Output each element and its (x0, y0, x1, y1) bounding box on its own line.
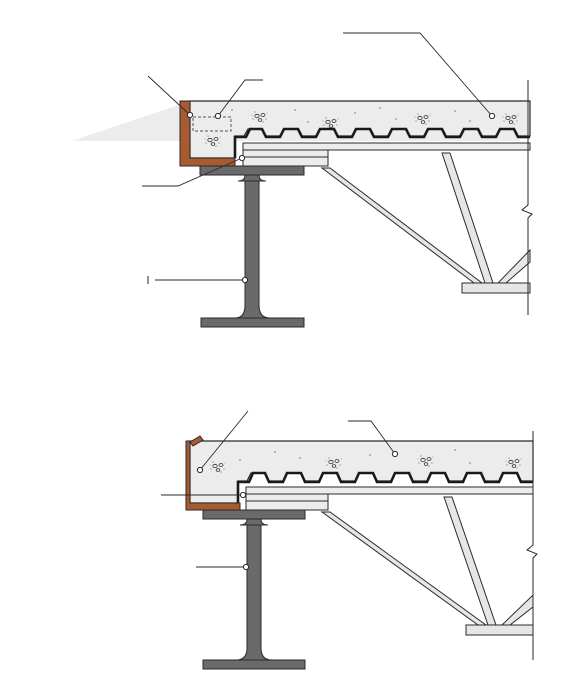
wide-flange-beam (202, 509, 306, 670)
joist-top-chord (245, 486, 534, 495)
lower-leaders (161, 410, 396, 568)
leader-2 (217, 79, 263, 117)
joist-seat (245, 493, 329, 511)
joist-web-members (320, 152, 531, 284)
plug-weld-box (192, 116, 232, 132)
metal-deck (236, 471, 533, 503)
leader-dot-icon (196, 450, 399, 571)
joist-bottom-chord (461, 282, 531, 294)
joist-seat (242, 149, 329, 167)
lower-detail (161, 410, 538, 670)
leader-1 (147, 75, 191, 116)
leader-3 (343, 32, 493, 117)
break-line-icon (526, 431, 538, 660)
metal-deck (233, 127, 530, 158)
joist-web-members (320, 496, 534, 626)
leader-4 (142, 157, 243, 187)
wide-flange-beam (199, 165, 305, 328)
upper-leaders (142, 32, 493, 281)
slab-speckles (231, 107, 471, 123)
joist-top-chord (242, 142, 531, 151)
leader-dot-icon (186, 111, 496, 284)
upper-detail (72, 32, 533, 328)
slab-speckles (239, 449, 471, 464)
bent-plate-lip (189, 435, 204, 447)
bent-plate (185, 440, 241, 511)
break-line-icon (521, 101, 533, 315)
leader-1 (199, 410, 249, 471)
joist-bottom-chord (465, 624, 534, 636)
leader-2 (348, 420, 396, 455)
